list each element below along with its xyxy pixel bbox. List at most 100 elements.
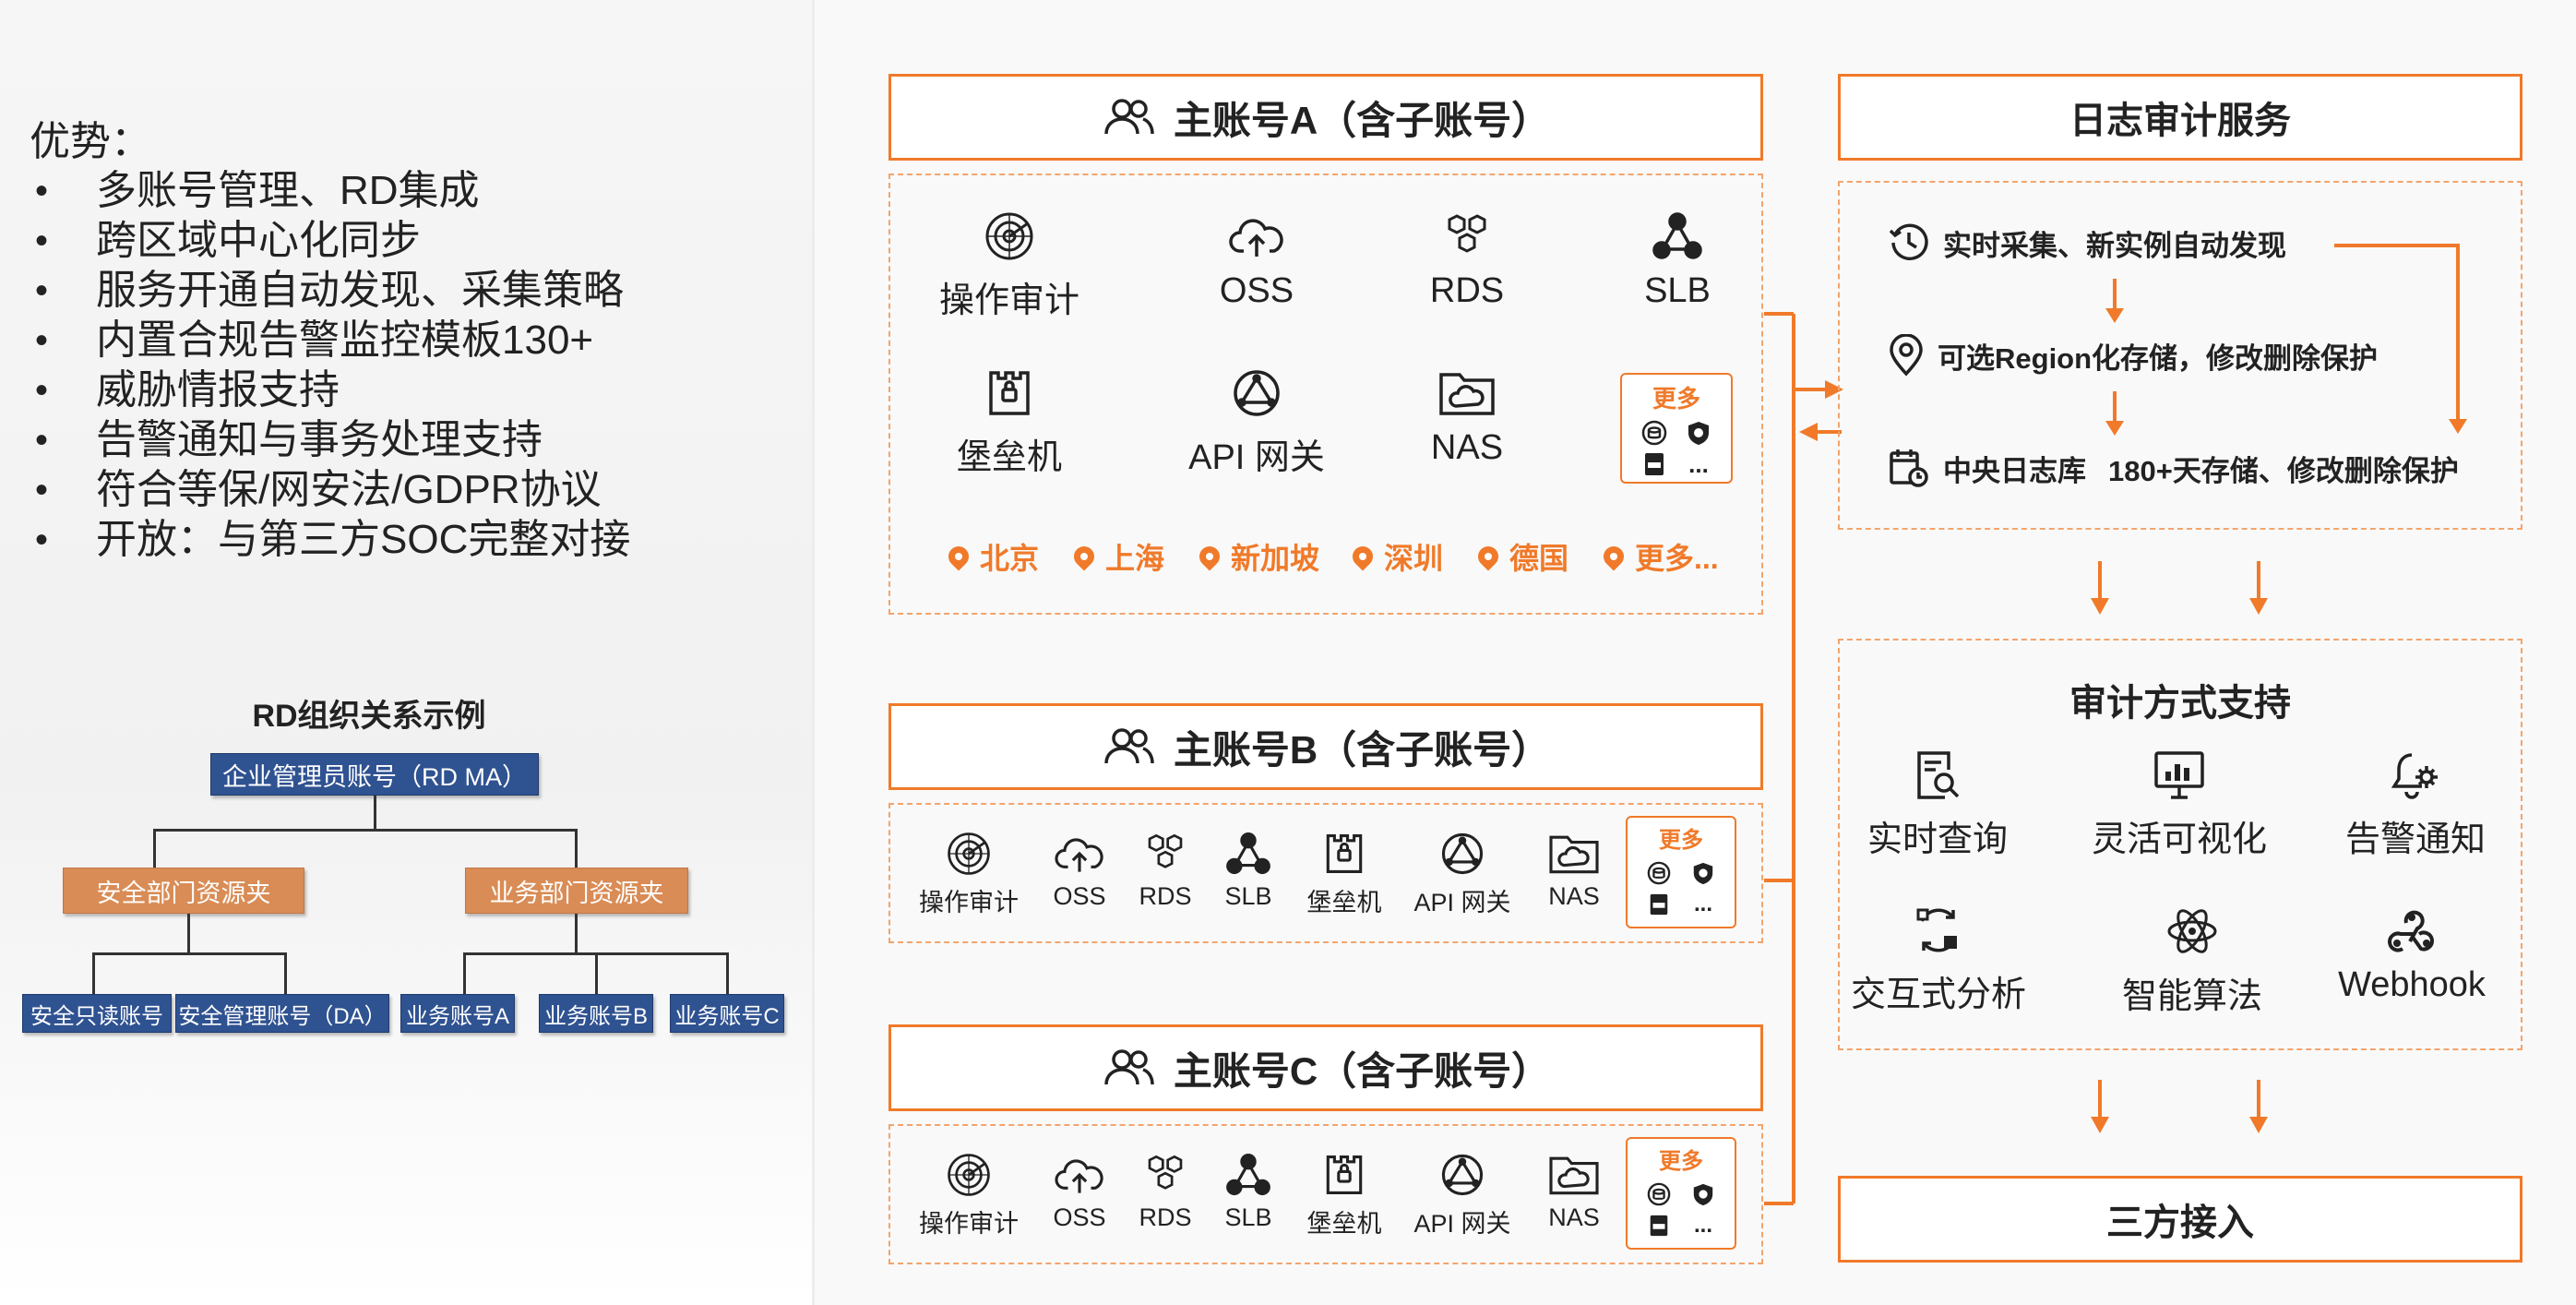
- service-oss: OSS: [1033, 1152, 1126, 1232]
- service-slb: SLB: [1202, 831, 1294, 911]
- org-connector: [463, 952, 466, 995]
- account-b-title: 主账号B（含子账号）: [888, 703, 1763, 790]
- more-services-badge[interactable]: 更多 ...: [1620, 373, 1733, 484]
- location-pin-icon: [1473, 542, 1503, 571]
- advantage-item: •内置合规告警监控模板130+: [35, 317, 594, 363]
- hexagons-icon: [1448, 214, 1486, 253]
- users-icon: [1104, 1049, 1154, 1085]
- folder-cloud-icon: [1549, 1156, 1599, 1195]
- shield-icon: [1688, 422, 1709, 445]
- org-connector: [575, 829, 578, 868]
- bastion-icon: [989, 371, 1030, 415]
- log-service-header-box: [1838, 74, 2522, 161]
- region-shanghai: 上海: [1069, 535, 1164, 578]
- advantages-title: 优势：: [30, 119, 151, 164]
- monitor-chart-icon: [2154, 751, 2204, 799]
- location-icon: [1890, 334, 1923, 377]
- support-alert-notify: 告警通知: [2332, 749, 2498, 861]
- org-connector: [92, 952, 95, 995]
- account-a-services-box: [888, 174, 1763, 615]
- org-business-b: 业务账号B: [539, 994, 653, 1033]
- org-business-a: 业务账号A: [400, 994, 515, 1033]
- api-gateway-icon: [1441, 1154, 1484, 1196]
- hexagons-icon: [1148, 833, 1183, 868]
- radar-icon: [948, 832, 990, 875]
- service-bastion: 堡垒机: [1289, 831, 1400, 918]
- support-visualization: 灵活可视化: [2087, 749, 2272, 861]
- account-c-label: 主账号C（含子账号）: [1173, 1048, 1551, 1093]
- panel-divider: [812, 0, 815, 1305]
- feature-central-logstore: 中央日志库 180+天存储、修改删除保护: [1888, 447, 2459, 489]
- org-security-folder: 安全部门资源夹: [63, 868, 304, 914]
- service-rds: RDS: [1119, 831, 1211, 911]
- advantage-item: •多账号管理、RD集成: [35, 168, 480, 213]
- radar-icon: [985, 212, 1033, 260]
- location-pin-icon: [1348, 542, 1377, 571]
- service-rds: RDS: [1119, 1152, 1211, 1232]
- network-nodes-icon: [1226, 832, 1270, 875]
- third-party-title: 三方接入: [2106, 1203, 2254, 1243]
- region-singapore: 新加坡: [1195, 535, 1319, 578]
- api-gateway-icon: [1234, 370, 1280, 416]
- audit-support-title: 审计方式支持: [2069, 683, 2291, 724]
- api-gateway-icon: [1441, 832, 1484, 875]
- bell-gear-icon: [2391, 753, 2438, 799]
- account-c-title: 主账号C（含子账号）: [888, 1024, 1763, 1111]
- history-icon: [1889, 223, 1928, 261]
- advantage-item: •告警通知与事务处理支持: [35, 417, 543, 462]
- sync-icon: [1916, 908, 1957, 952]
- region-germany: 德国: [1473, 535, 1568, 578]
- org-connector: [187, 914, 190, 954]
- org-connector: [726, 952, 729, 995]
- log-service-title: 日志审计服务: [2069, 101, 2291, 141]
- webhook-icon: [2388, 910, 2434, 952]
- atom-icon: [2167, 909, 2217, 953]
- calendar-clock-icon: [1890, 449, 1928, 487]
- account-c-services-box: [888, 1124, 1763, 1264]
- account-a-title: 主账号A（含子账号）: [888, 74, 1763, 161]
- more-services-badge[interactable]: 更多 ...: [1626, 816, 1736, 928]
- network-nodes-icon: [1226, 1154, 1270, 1196]
- service-audit: 操作审计: [934, 210, 1085, 322]
- support-realtime-query: 实时查询: [1854, 749, 2021, 861]
- third-party-box: [1838, 1176, 2522, 1263]
- service-nas: NAS: [1528, 1152, 1620, 1232]
- advantage-item: •符合等保/网安法/GDPR协议: [35, 467, 602, 512]
- org-connector: [575, 914, 578, 954]
- radar-icon: [948, 1154, 990, 1196]
- down-arrows: [2091, 1080, 2268, 1133]
- org-connector: [92, 952, 286, 955]
- network-nodes-icon: [1652, 212, 1702, 259]
- org-security-readonly: 安全只读账号: [22, 994, 172, 1033]
- account-c-header-box: [888, 1024, 1763, 1111]
- ellipsis-icon: ...: [1688, 450, 1709, 478]
- service-nas: NAS: [1391, 367, 1543, 468]
- users-icon: [1104, 99, 1154, 135]
- location-pin-icon: [1069, 542, 1099, 571]
- shield-icon: [1693, 1183, 1713, 1206]
- support-interactive-analysis: 交互式分析: [1842, 904, 2035, 1016]
- service-slb: SLB: [1202, 1152, 1294, 1232]
- audit-support-box: [1838, 639, 2522, 1050]
- ellipsis-icon: ...: [1693, 892, 1712, 916]
- left-panel: [0, 0, 812, 1305]
- account-b-services-box: [888, 803, 1763, 943]
- ellipsis-icon: ...: [1693, 1213, 1712, 1238]
- service-bastion: 堡垒机: [1289, 1152, 1400, 1239]
- bastion-icon: [1326, 1155, 1363, 1195]
- org-connector: [153, 829, 156, 868]
- org-business-folder: 业务部门资源夹: [465, 868, 688, 914]
- region-shenzhen: 深圳: [1348, 535, 1443, 578]
- shield-icon: [1693, 862, 1713, 885]
- location-pin-icon: [944, 542, 973, 571]
- api-document-icon: [1650, 893, 1668, 916]
- org-security-admin: 安全管理账号（DA）: [175, 994, 389, 1033]
- service-api-gateway: API 网关: [1398, 831, 1527, 918]
- service-api-gateway: API 网关: [1398, 1152, 1527, 1239]
- support-webhook: Webhook: [2320, 904, 2504, 1005]
- feature-region-storage: 可选Region化存储，修改删除保护: [1888, 334, 2378, 377]
- location-pin-icon: [1195, 542, 1224, 571]
- account-a-header-box: [888, 74, 1763, 161]
- more-services-badge[interactable]: 更多 ...: [1626, 1137, 1736, 1250]
- service-slb: SLB: [1602, 210, 1753, 311]
